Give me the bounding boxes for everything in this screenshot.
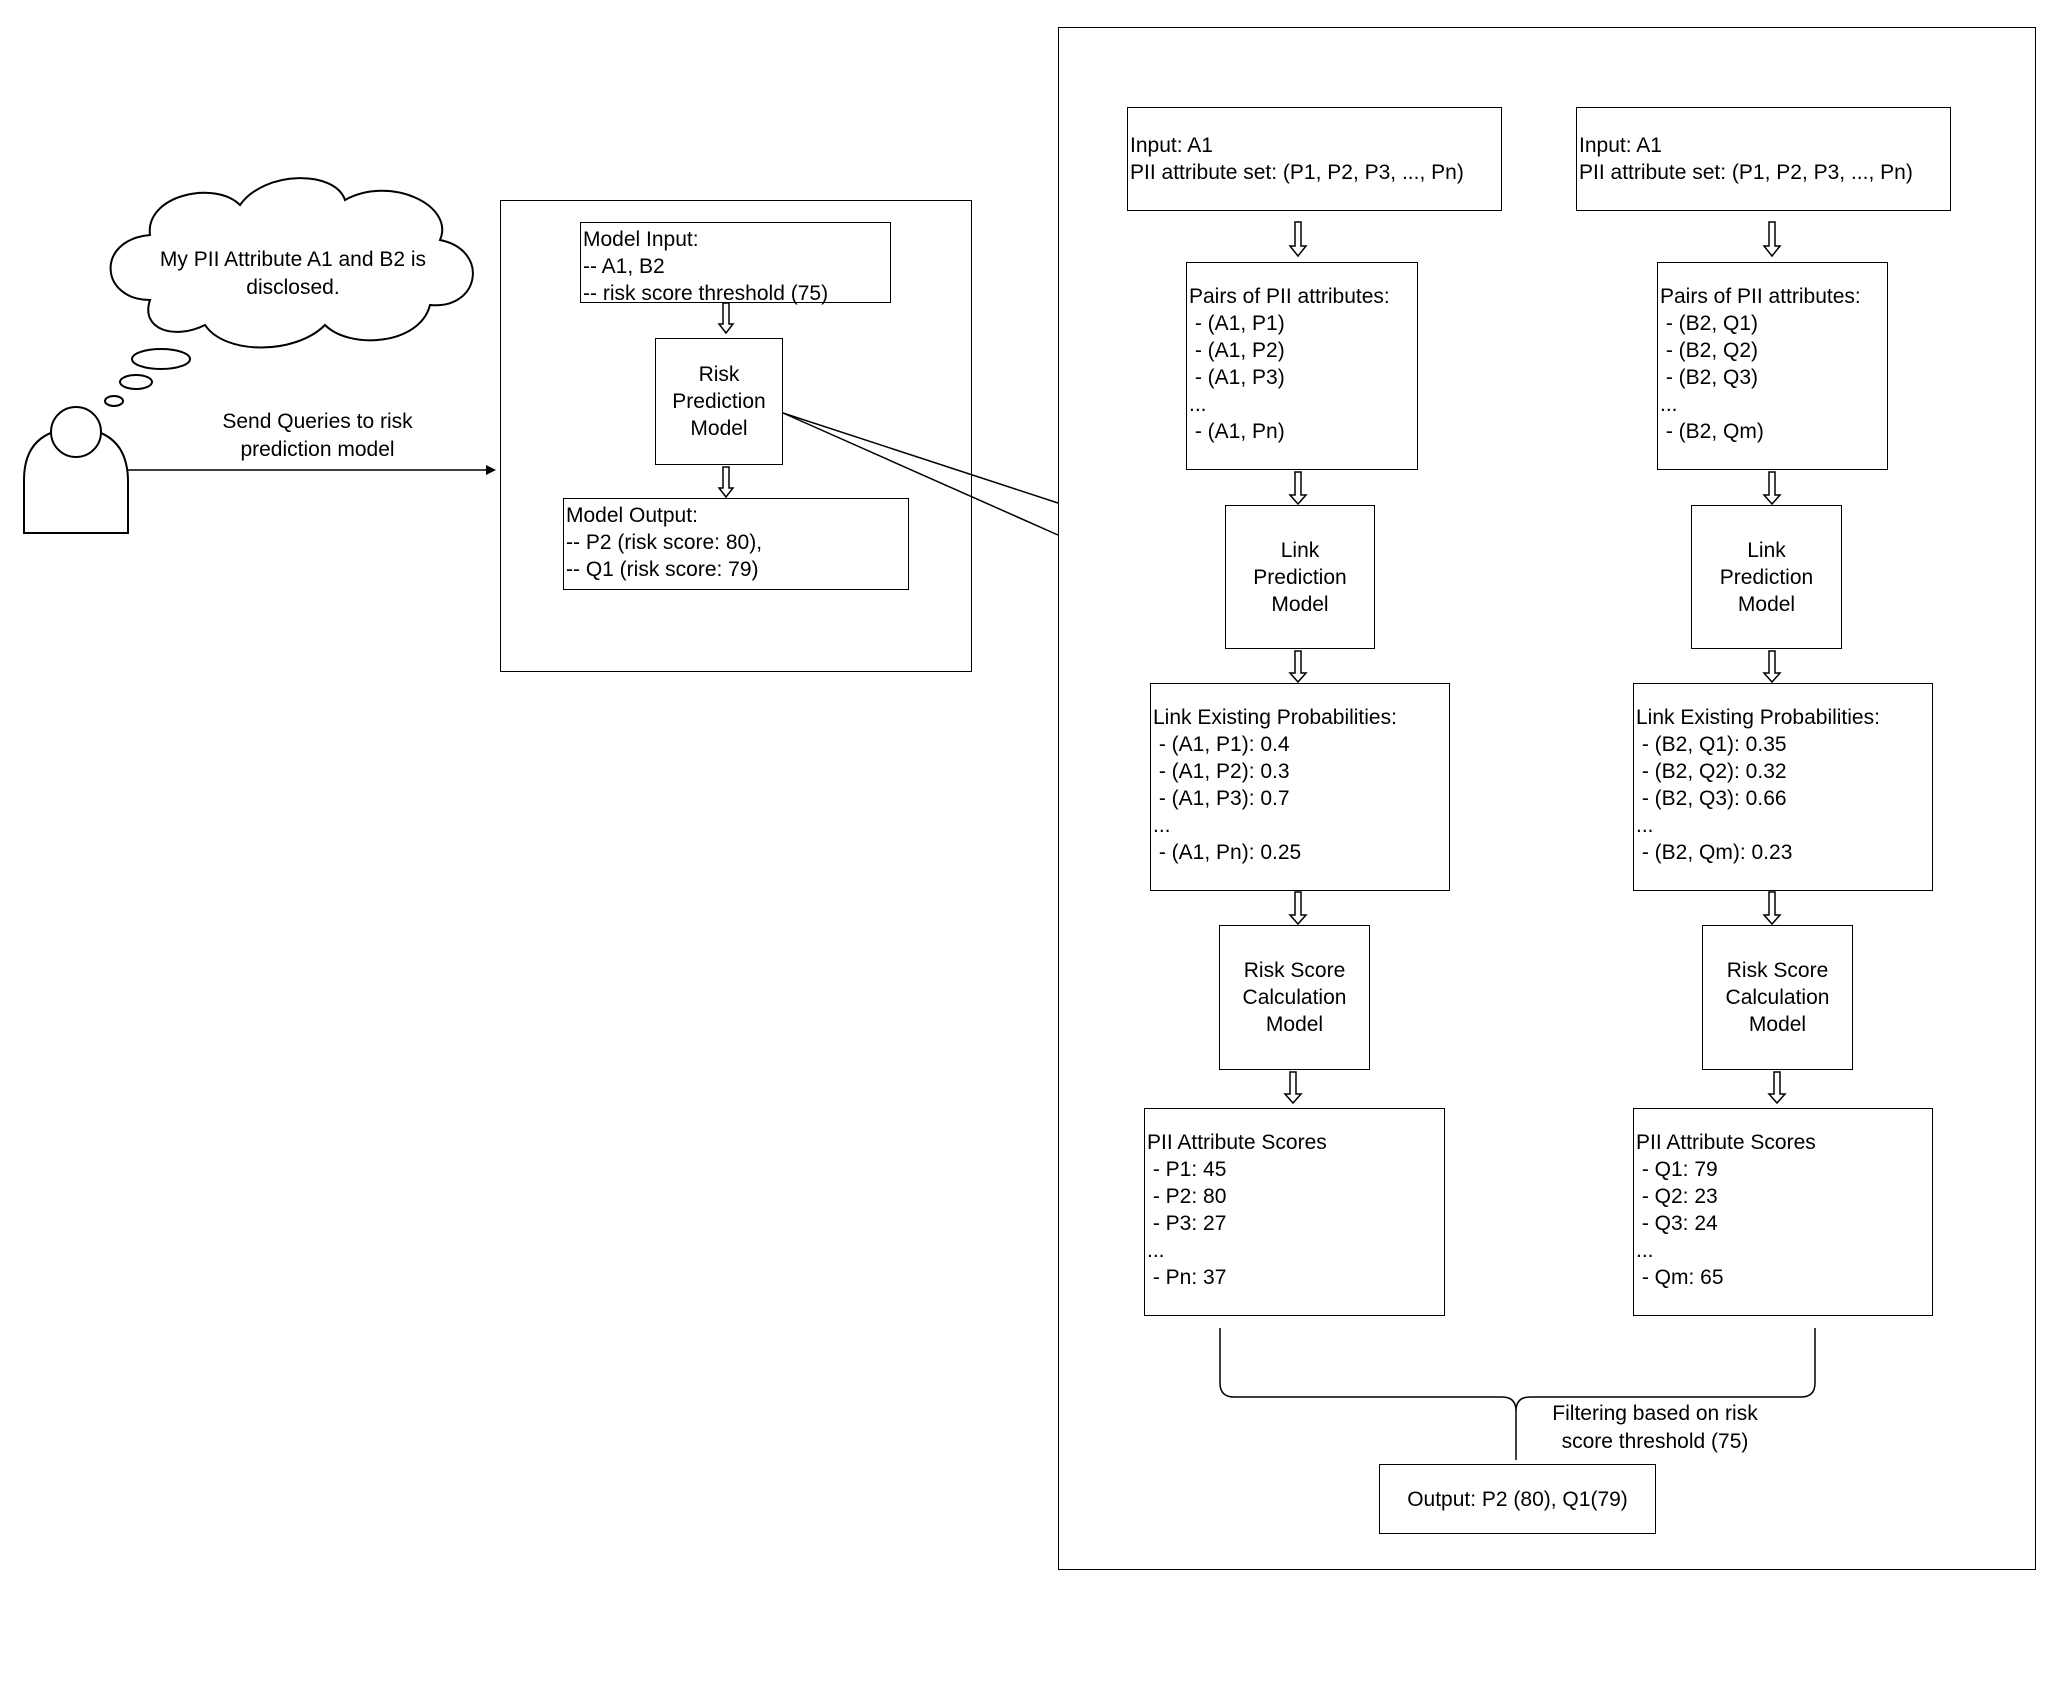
- pipeline-1-link-model-box: Link Prediction Model: [1225, 505, 1375, 649]
- query-arrowhead: [486, 465, 496, 475]
- pipeline-1-pairs-box: Pairs of PII attributes: - (A1, P1) - (A…: [1186, 262, 1418, 470]
- merge-bracket: [1219, 1328, 1816, 1460]
- thought-text: My PII Attribute A1 and B2 is disclosed.: [159, 248, 427, 299]
- pipeline-2-probabilities-box: Link Existing Probabilities: - (B2, Q1):…: [1633, 683, 1933, 891]
- query-label: Send Queries to risk prediction model: [222, 410, 413, 461]
- detail-frame: [1058, 27, 2036, 1570]
- zoom-connector-top: [782, 412, 1059, 504]
- pipeline-2-score-model-box: Risk Score Calculation Model: [1702, 925, 1853, 1070]
- model-output-box: Model Output:-- P2 (risk score: 80),-- Q…: [563, 498, 909, 590]
- pipeline-1-probabilities-box: Link Existing Probabilities: - (A1, P1):…: [1150, 683, 1450, 891]
- pipeline-2-link-model-box: Link Prediction Model: [1691, 505, 1842, 649]
- pipeline-2-pairs-box: Pairs of PII attributes: - (B2, Q1) - (B…: [1657, 262, 1888, 470]
- flow-arrows: [717, 221, 1787, 1105]
- pipeline-2-scores-box: PII Attribute Scores - Q1: 79 - Q2: 23 -…: [1633, 1108, 1933, 1316]
- output-box: Output: P2 (80), Q1(79): [1379, 1464, 1656, 1534]
- pipeline-1-score-model-box: Risk Score Calculation Model: [1219, 925, 1370, 1070]
- model-input-box: Model Input:-- A1, B2-- risk score thres…: [580, 222, 891, 305]
- filter-label: Filtering based on risk score threshold …: [1552, 1402, 1758, 1453]
- risk-prediction-model-box: Risk Prediction Model: [655, 338, 783, 465]
- user-icon: [23, 406, 129, 534]
- zoom-connector-bottom: [782, 412, 1059, 536]
- thought-cloud-icon: [104, 177, 474, 407]
- pipeline-1-scores-box: PII Attribute Scores - P1: 45 - P2: 80 -…: [1144, 1108, 1445, 1316]
- risk-system-frame: [500, 200, 972, 672]
